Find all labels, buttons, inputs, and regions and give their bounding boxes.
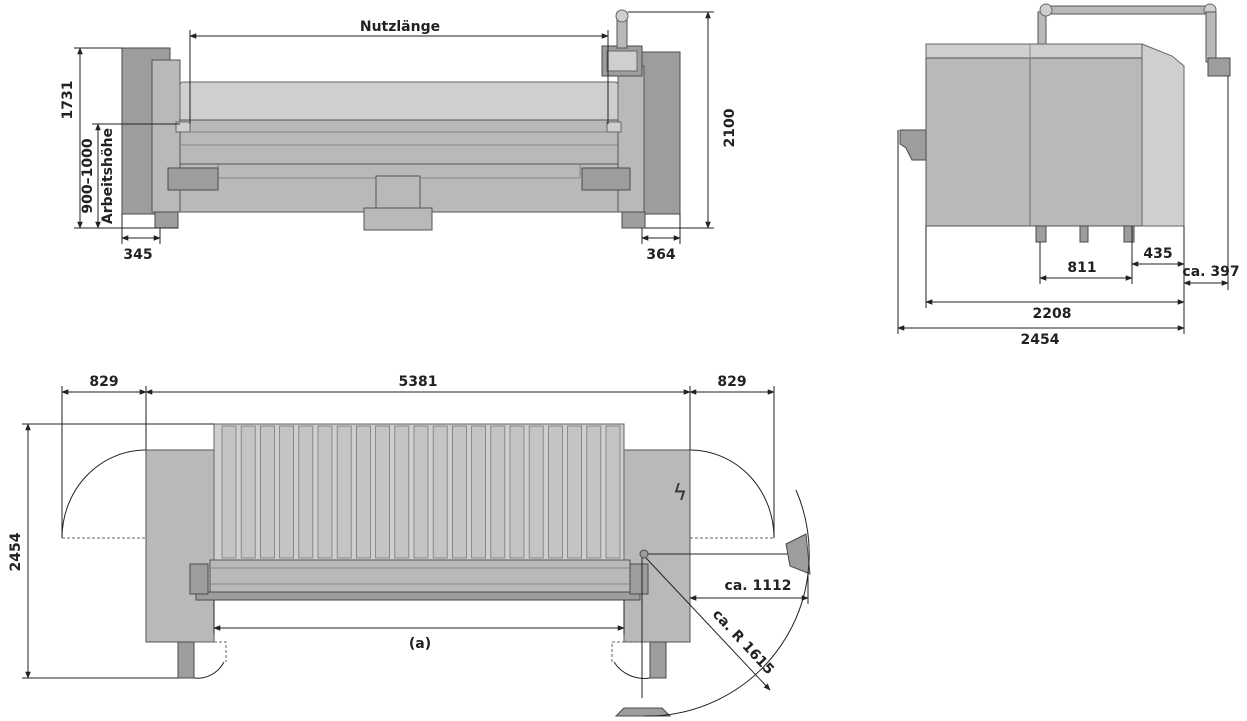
chest-rib bbox=[413, 425, 429, 559]
side-control-panel bbox=[1207, 57, 1231, 77]
dim-345: 345 bbox=[123, 247, 152, 263]
arm-joint bbox=[615, 9, 629, 23]
left-foot bbox=[154, 211, 179, 229]
dim-ca-397: ca. 397 bbox=[1182, 264, 1239, 280]
side-foot-1 bbox=[1035, 225, 1047, 243]
label-a: (a) bbox=[409, 636, 431, 652]
dim-working-height: 900–1000 bbox=[80, 138, 96, 213]
right-drive bbox=[581, 167, 631, 191]
center-base bbox=[363, 207, 433, 231]
top-view: ϟ 829 5381 829 2454 bbox=[8, 374, 811, 717]
chest-rib bbox=[375, 425, 391, 559]
chest-rib bbox=[528, 425, 544, 559]
side-top-cover bbox=[925, 43, 1143, 59]
side-foot-2 bbox=[1079, 225, 1089, 243]
side-rear-hood bbox=[1141, 43, 1185, 227]
right-foot bbox=[621, 211, 646, 229]
chest-rib bbox=[298, 425, 314, 559]
chest-rib bbox=[240, 425, 256, 559]
top-left-drive bbox=[189, 563, 209, 595]
top-right-housing bbox=[623, 449, 691, 643]
dim-435: 435 bbox=[1143, 246, 1172, 262]
side-arm-drop bbox=[1205, 11, 1217, 63]
right-bracket bbox=[606, 121, 622, 133]
chest-rib bbox=[509, 425, 525, 559]
chest-rib bbox=[567, 425, 582, 559]
right-door-swing bbox=[689, 449, 775, 539]
left-drive bbox=[167, 167, 219, 191]
control-screen bbox=[606, 50, 638, 72]
dim-811: 811 bbox=[1067, 260, 1096, 276]
side-arm-post bbox=[1037, 11, 1047, 47]
chest-rib bbox=[355, 425, 371, 559]
side-body-left bbox=[925, 57, 1031, 227]
dim-left-829: 829 bbox=[89, 374, 118, 390]
chest-rib bbox=[586, 425, 602, 559]
top-right-leg bbox=[649, 641, 667, 679]
front-view: Nutzlänge 1731 900–1000 Arbeitshöhe 2100… bbox=[60, 9, 738, 263]
side-arm-joint-left bbox=[1039, 3, 1053, 17]
dim-top-2454: 2454 bbox=[8, 532, 24, 571]
top-control-panel-bottom bbox=[614, 707, 672, 717]
dim-right-829: 829 bbox=[717, 374, 746, 390]
chest-rib bbox=[451, 425, 467, 559]
top-right-drive bbox=[629, 563, 649, 595]
chest-rib bbox=[221, 425, 237, 559]
swing-radius-arc bbox=[643, 489, 810, 717]
roller-chest bbox=[179, 81, 619, 123]
dim-working-height-label: Arbeitshöhe bbox=[100, 128, 116, 224]
chest-rib bbox=[259, 425, 275, 559]
dim-nutzlaenge: Nutzlänge bbox=[360, 19, 440, 35]
center-support bbox=[375, 175, 421, 211]
chest-rib bbox=[336, 425, 352, 559]
dim-side-2454: 2454 bbox=[1021, 332, 1060, 348]
top-left-leg bbox=[177, 641, 195, 679]
dim-radius: ca. R 1615 bbox=[709, 607, 777, 678]
chest-rib bbox=[317, 425, 333, 559]
top-left-housing bbox=[145, 449, 215, 643]
chest-ribs bbox=[221, 425, 621, 559]
dim-height-2100: 2100 bbox=[722, 108, 738, 147]
left-bracket bbox=[175, 121, 191, 133]
top-front-rail bbox=[195, 591, 641, 601]
chest-rib bbox=[490, 425, 506, 559]
left-door-swing bbox=[61, 449, 147, 539]
side-feed-table bbox=[899, 129, 927, 161]
dim-ca-1112: ca. 1112 bbox=[725, 578, 792, 594]
side-foot-3 bbox=[1123, 225, 1135, 243]
top-control-panel-right bbox=[785, 533, 811, 575]
chest-rib bbox=[279, 425, 295, 559]
chest-rib bbox=[394, 425, 410, 559]
chest-rib bbox=[548, 425, 563, 559]
top-feed-section bbox=[209, 559, 631, 593]
side-body-right bbox=[1029, 57, 1143, 227]
voltage-warning-icon: ϟ bbox=[673, 481, 688, 506]
arm-pivot bbox=[639, 549, 649, 559]
side-arm-beam bbox=[1041, 5, 1213, 15]
dim-height-1731: 1731 bbox=[60, 81, 76, 120]
dim-364: 364 bbox=[646, 247, 675, 263]
chest-rib bbox=[432, 425, 448, 559]
dim-5381: 5381 bbox=[399, 374, 438, 390]
side-view: 811 435 ca. 397 2208 2454 bbox=[897, 3, 1240, 348]
frame-upper bbox=[179, 119, 619, 165]
dim-2208: 2208 bbox=[1033, 306, 1072, 322]
chest-rib bbox=[471, 425, 487, 559]
chest-rib bbox=[605, 425, 621, 559]
